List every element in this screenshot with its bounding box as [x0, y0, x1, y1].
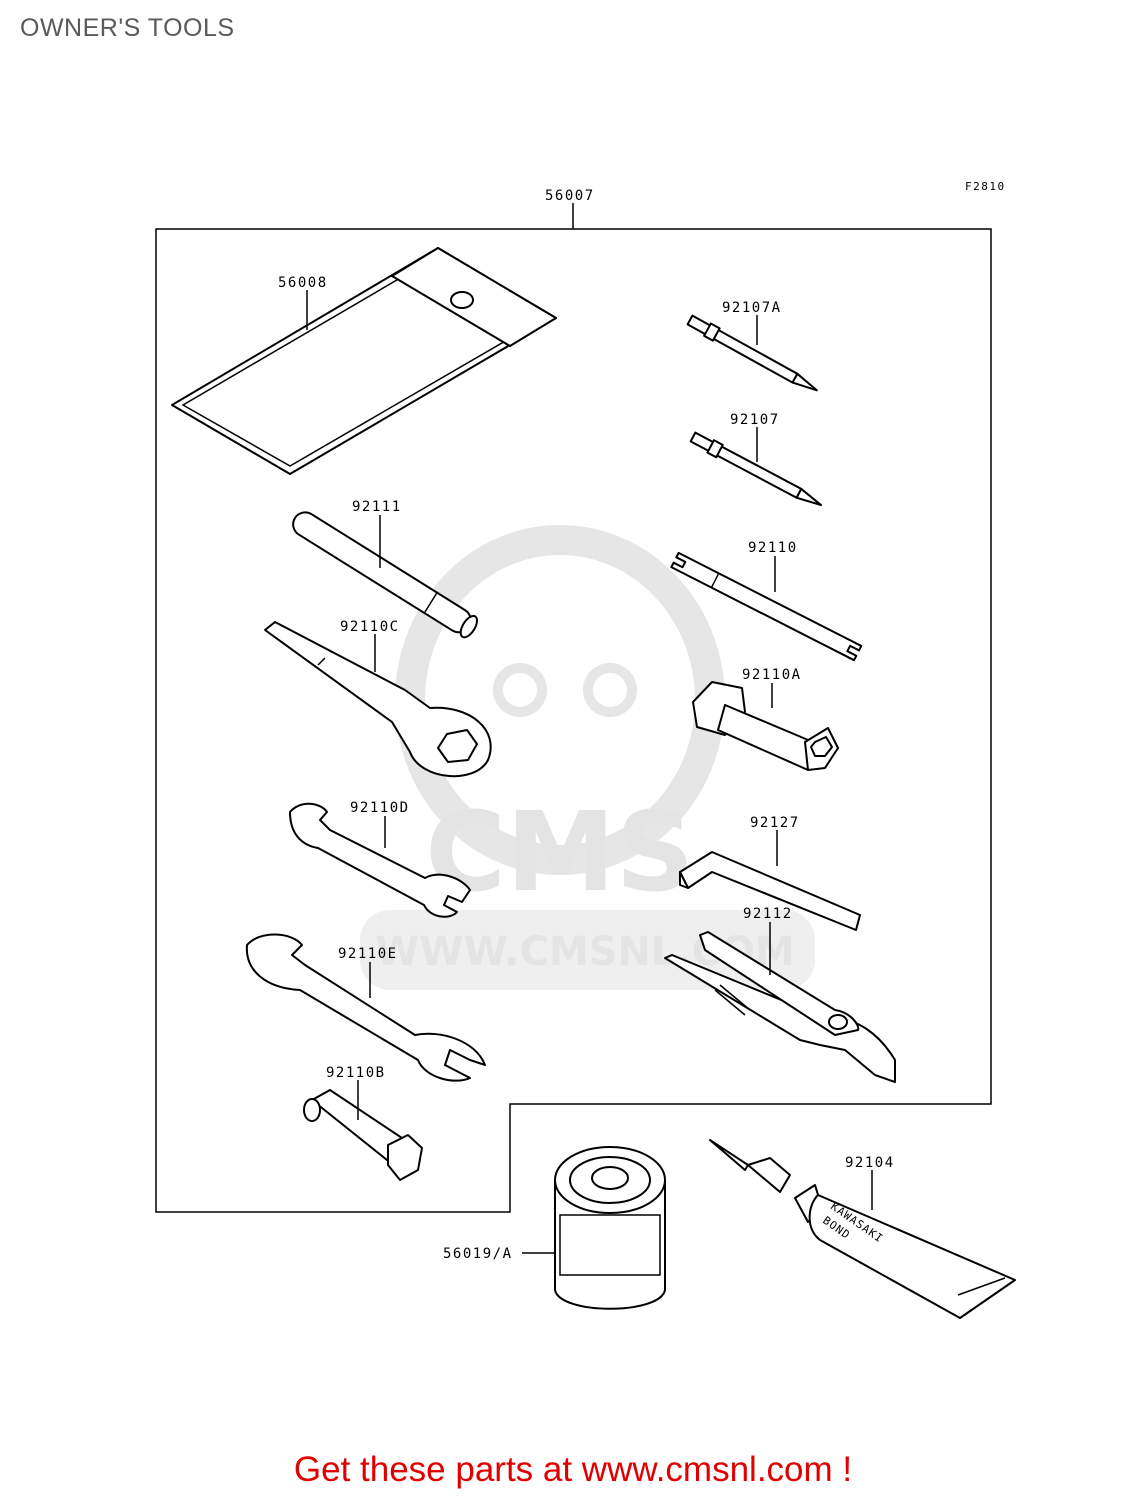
hex-key-part [679, 851, 861, 931]
part-label-92110C: 92110C [340, 619, 400, 635]
ring-wrench-part [264, 621, 492, 778]
part-label-56008: 56008 [278, 275, 328, 291]
part-label-92104: 92104 [845, 1155, 895, 1171]
part-label-92111: 92111 [352, 499, 402, 515]
part-label-92112: 92112 [743, 906, 793, 922]
bond-tube-part: KAWASAKI BOND [709, 1139, 1016, 1319]
handle-bar-part [292, 511, 478, 639]
part-label-92107A: 92107A [722, 300, 782, 316]
kit-frame [155, 228, 992, 1213]
screwdriver-bit-part [689, 431, 823, 507]
part-label-92110: 92110 [748, 540, 798, 556]
oil-filter-part [554, 1146, 666, 1310]
part-label-92127: 92127 [750, 815, 800, 831]
page-title: OWNER'S TOOLS [20, 14, 235, 42]
part-label-56019/A: 56019/A [443, 1246, 513, 1262]
socket-extension-part [692, 681, 839, 771]
watermark-mascot-eye [493, 663, 547, 717]
watermark-brand: CMS [425, 788, 694, 916]
part-label-92107: 92107 [730, 412, 780, 428]
part-label-92110A: 92110A [742, 667, 802, 683]
watermark-mascot-eye [583, 663, 637, 717]
socket-b-part [303, 1089, 423, 1181]
part-label-92110B: 92110B [326, 1065, 386, 1081]
part-label-92110E: 92110E [338, 946, 398, 962]
figure-code: F2810 [965, 180, 1006, 193]
pliers-part [664, 931, 896, 1083]
wrench-d-part [289, 802, 471, 918]
wrench-e-part [245, 933, 486, 1082]
part-label-92110D: 92110D [350, 800, 410, 816]
screwdriver-bit-a-part [686, 314, 818, 392]
pouch-part [171, 247, 557, 475]
spoke-wrench-part [670, 551, 863, 662]
footer-link-text[interactable]: Get these parts at www.cmsnl.com ! [293, 1450, 853, 1489]
part-label-56007: 56007 [545, 188, 595, 204]
